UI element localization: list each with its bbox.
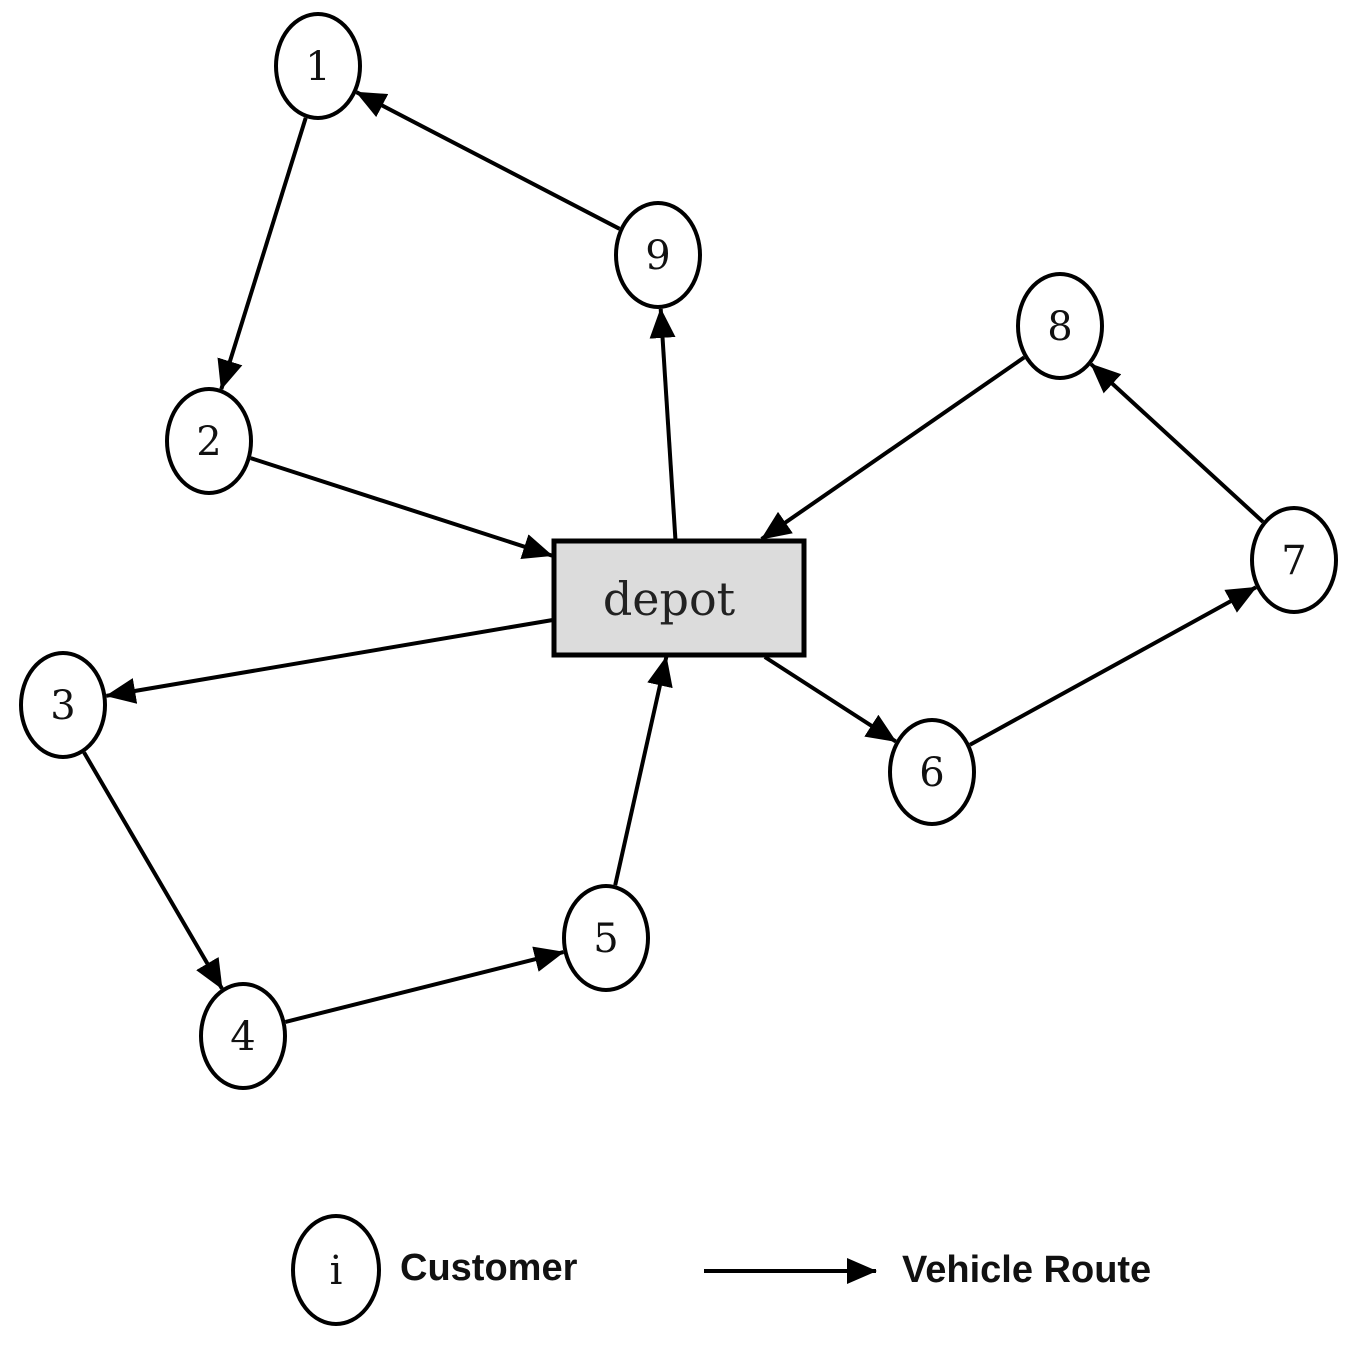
customer-label: 4 (230, 1014, 255, 1060)
legend-customer-label: Customer (400, 1247, 578, 1289)
customer-label: 8 (1047, 304, 1072, 350)
customer-label: 6 (919, 750, 944, 796)
customer-label: 9 (645, 233, 670, 279)
customer-node-6: 6 (888, 718, 976, 826)
customer-circle (165, 387, 253, 495)
customer-node-7: 7 (1250, 506, 1338, 614)
route-edge-6-to-7 (969, 585, 1257, 747)
route-edge-3-to-4 (82, 751, 224, 990)
route-edge-2-to-depot (250, 456, 553, 560)
customer-node-5: 5 (562, 884, 650, 992)
route-edge-depot-to-3 (105, 618, 553, 704)
customer-circle (1016, 272, 1104, 380)
customer-circle (1250, 506, 1338, 614)
customer-node-8: 8 (1016, 272, 1104, 380)
customer-circle (199, 982, 287, 1090)
customer-label: 2 (196, 419, 221, 465)
customer-circle (562, 884, 650, 992)
route-edge-1-to-2 (217, 117, 308, 391)
customer-label: 1 (305, 44, 330, 90)
legend: i Customer Vehicle Route (291, 1214, 1151, 1326)
depot-label: depot (603, 572, 736, 626)
customer-node-3: 3 (19, 651, 107, 759)
customer-label: 7 (1281, 538, 1306, 584)
customer-circle (888, 718, 976, 826)
customer-node-2: 2 (165, 387, 253, 495)
depot-box (551, 538, 807, 658)
route-edge-5-to-depot (613, 656, 673, 886)
route-edge-8-to-depot (760, 355, 1026, 541)
route-edges (82, 90, 1265, 1024)
customer-label: 3 (50, 683, 75, 729)
customer-node-9: 9 (614, 201, 702, 309)
customer-node-1: 1 (274, 12, 362, 120)
customer-node-4: 4 (199, 982, 287, 1090)
customer-circle (614, 201, 702, 309)
legend-route-label: Vehicle Route (902, 1249, 1151, 1291)
customer-nodes: 1 2 3 4 5 6 7 8 9 (19, 12, 1338, 1090)
depot-node: depot (551, 538, 807, 658)
route-edge-depot-to-6 (763, 655, 897, 744)
legend-customer-symbol-label: i (330, 1248, 343, 1294)
route-edge-9-to-1 (355, 90, 621, 231)
customer-circle (19, 651, 107, 759)
route-edge-7-to-8 (1089, 362, 1265, 524)
route-edge-4-to-5 (285, 946, 565, 1024)
legend-customer-symbol (291, 1214, 381, 1326)
customer-circle (274, 12, 362, 120)
route-edge-depot-to-9 (649, 307, 678, 540)
customer-label: 5 (593, 916, 618, 962)
